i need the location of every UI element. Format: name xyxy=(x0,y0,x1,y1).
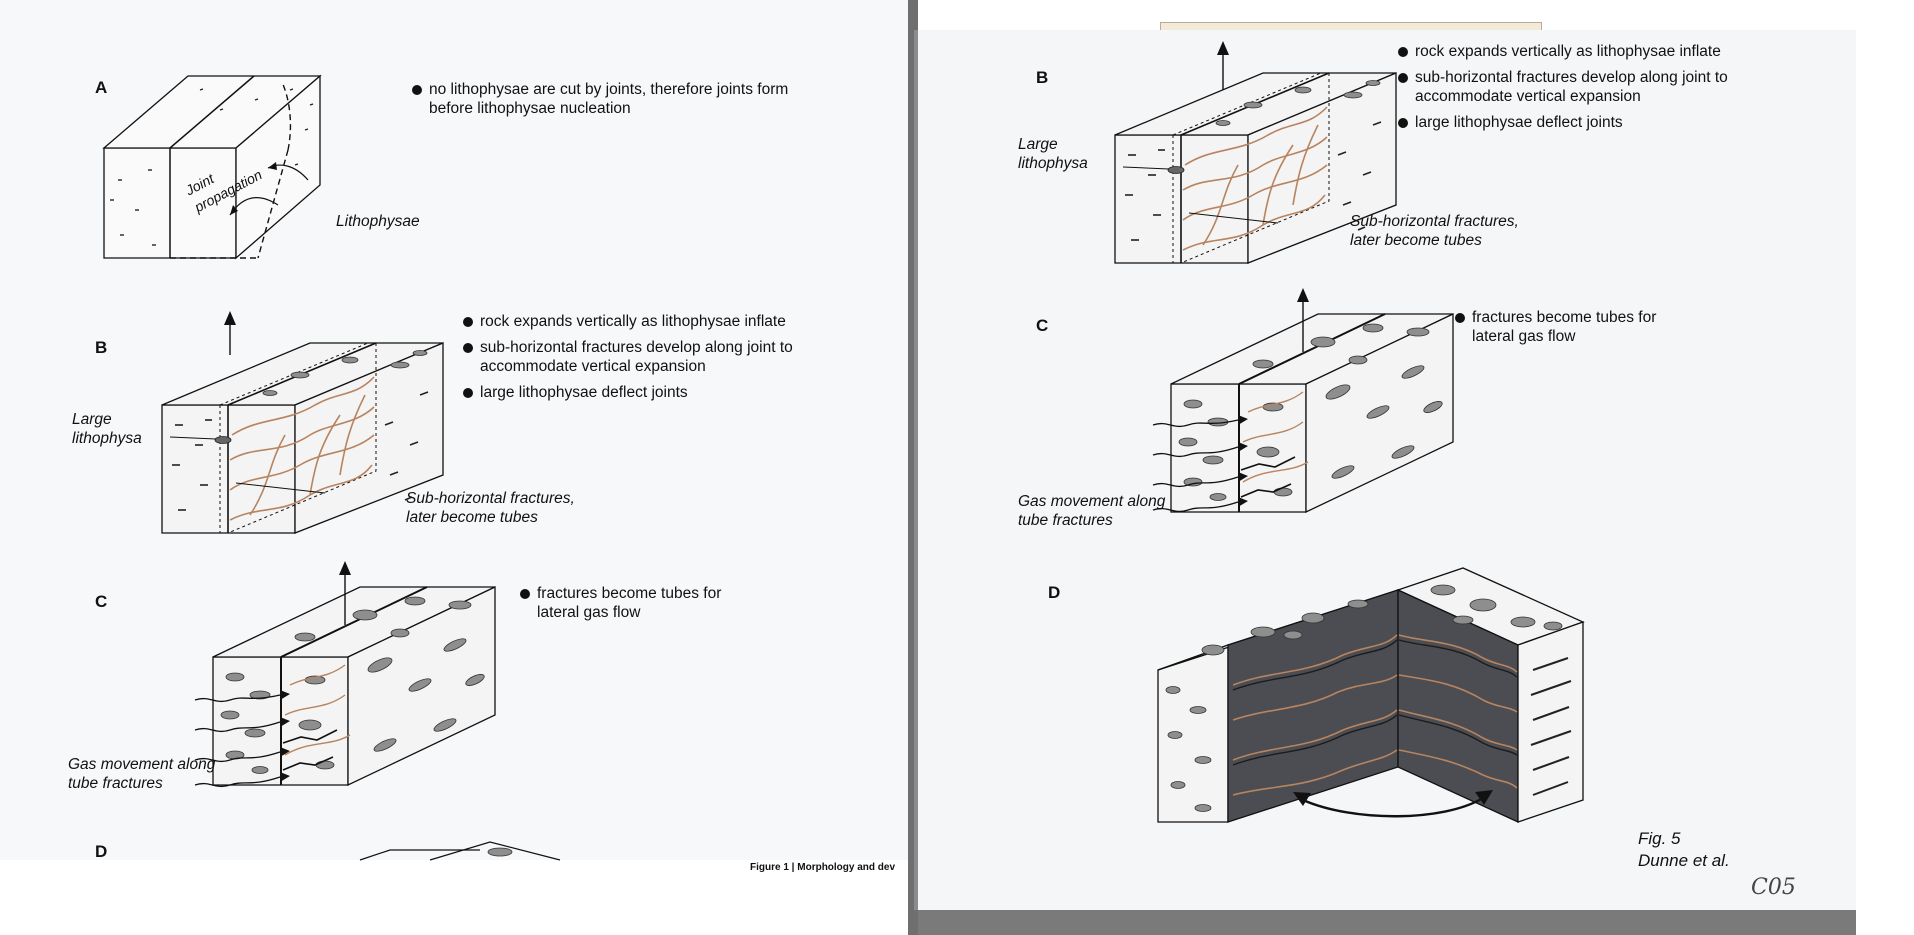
panel-b-block-diagram xyxy=(1114,41,1397,264)
bullet: large lithophysae deflect joints xyxy=(463,383,843,402)
panel-c-label: C xyxy=(1036,316,1049,335)
panel-d-block-diagram-partial xyxy=(359,841,561,861)
scanner-bed xyxy=(918,910,1856,935)
panel-c-label: C xyxy=(95,592,108,611)
left-page: A no lithophysae are cut by joints, ther… xyxy=(0,0,908,873)
sub-horizontal-fractures-label: Sub-horizontal fractures, later become t… xyxy=(406,490,575,526)
large-lithophysa-label: Large lithophysa xyxy=(72,411,142,447)
panel-a-block-diagram xyxy=(102,74,322,260)
panel-c-block-diagram xyxy=(1170,288,1454,514)
panel-d-label: D xyxy=(95,842,108,861)
panel-b-block-diagram xyxy=(161,311,444,534)
right-page: B rock expands vertically as lithophysae… xyxy=(918,30,1856,910)
panel-d-label: D xyxy=(1048,583,1061,602)
sub-horizontal-fractures-label: Sub-horizontal fractures, later become t… xyxy=(1350,213,1519,249)
bullet: no lithophysae are cut by joints, theref… xyxy=(412,80,812,118)
panel-c-block-diagram xyxy=(212,561,496,787)
panel-d-block-diagram xyxy=(1157,567,1585,824)
handwritten-mark: C05 xyxy=(1751,875,1796,900)
figure-authors: Dunne et al. xyxy=(1638,851,1730,870)
gas-movement-label: Gas movement along tube fractures xyxy=(1018,493,1166,529)
large-lithophysa-label: Large lithophysa xyxy=(1018,136,1088,172)
page-gap xyxy=(908,0,918,935)
panel-b-bullets: rock expands vertically as lithophysae i… xyxy=(1398,42,1778,139)
panel-b-label: B xyxy=(1036,68,1049,87)
lithophysae-label: Lithophysae xyxy=(336,213,420,230)
bullet: large lithophysae deflect joints xyxy=(1398,113,1778,132)
bullet: sub-horizontal fractures develop along j… xyxy=(463,338,843,376)
panel-b-label: B xyxy=(95,338,108,357)
bullet: rock expands vertically as lithophysae i… xyxy=(1398,42,1778,61)
panel-c-bullets: fractures become tubes for lateral gas f… xyxy=(1455,308,1675,353)
panel-a-bullets: no lithophysae are cut by joints, theref… xyxy=(412,80,812,125)
figure-caption: Figure 1 | Morphology and dev xyxy=(750,862,896,873)
bullet: fractures become tubes for lateral gas f… xyxy=(520,584,740,622)
figure-number: Fig. 5 xyxy=(1638,829,1681,848)
gas-movement-arrows xyxy=(194,690,290,788)
panel-b-bullets: rock expands vertically as lithophysae i… xyxy=(463,312,843,409)
panel-a-label: A xyxy=(95,78,108,97)
gas-movement-arrows xyxy=(1152,415,1248,513)
bullet: rock expands vertically as lithophysae i… xyxy=(463,312,843,331)
panel-c-bullets: fractures become tubes for lateral gas f… xyxy=(520,584,740,629)
gas-movement-label: Gas movement along tube fractures xyxy=(68,756,216,792)
paper-tab xyxy=(1160,22,1542,33)
bullet: fractures become tubes for lateral gas f… xyxy=(1455,308,1675,346)
bullet: sub-horizontal fractures develop along j… xyxy=(1398,68,1778,106)
